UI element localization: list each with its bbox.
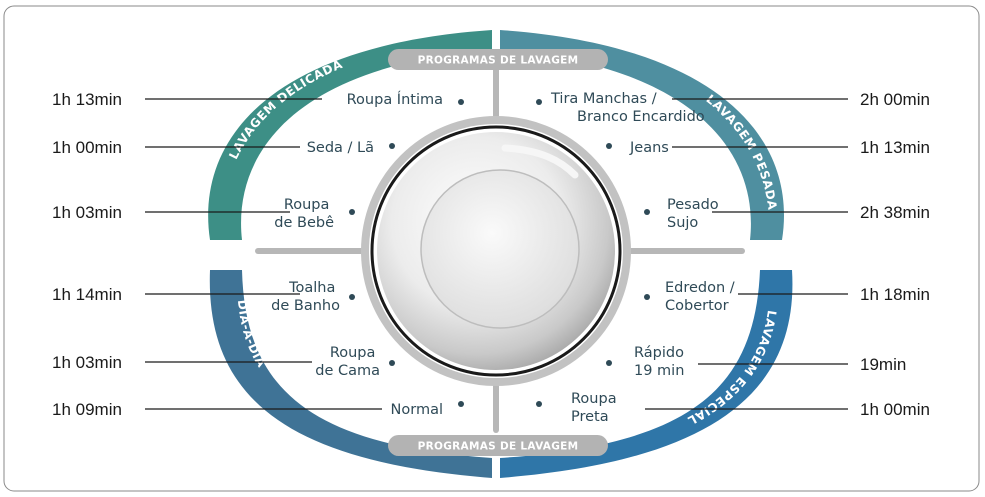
program-label: Branco Encardido: [577, 109, 705, 125]
time-jeans: 1h 13min: [860, 138, 930, 157]
banner-bottom: PROGRAMAS DE LAVAGEM: [388, 435, 608, 456]
program-label: de Banho: [271, 298, 340, 314]
banner-top: PROGRAMAS DE LAVAGEM: [388, 49, 608, 70]
dial-divider-lines: [255, 67, 745, 433]
program-label: Rápido: [634, 345, 684, 361]
program-label: Preta: [571, 409, 609, 425]
program-label: Pesado: [667, 197, 719, 213]
program-roupa-intima[interactable]: Roupa Íntima: [347, 91, 443, 108]
time-roupa-intima: 1h 13min: [52, 90, 122, 109]
program-label: Sujo: [667, 215, 698, 231]
program-label: Normal: [391, 402, 443, 418]
program-normal[interactable]: Normal: [391, 402, 443, 418]
time-tira-manchas: 2h 00min: [860, 90, 930, 109]
time-toalha-banho: 1h 14min: [52, 285, 122, 304]
band-dia-a-dia: [209, 270, 492, 478]
program-label: Seda / Lã: [307, 140, 374, 156]
time-seda-la: 1h 00min: [52, 138, 122, 157]
program-dots: [349, 99, 650, 407]
program-label: 19 min: [634, 363, 684, 379]
program-tira-manchas[interactable]: Tira Manchas / Branco Encardido: [550, 91, 705, 125]
program-label: Roupa Íntima: [347, 91, 443, 108]
program-jeans[interactable]: Jeans: [629, 140, 669, 156]
time-pesado-sujo: 2h 38min: [860, 203, 930, 222]
time-roupa-cama: 1h 03min: [52, 353, 122, 372]
time-roupa-preta: 1h 00min: [860, 400, 930, 419]
program-label: de Cama: [315, 363, 380, 379]
time-rapido: 19min: [860, 355, 906, 374]
program-rapido[interactable]: Rápido 19 min: [634, 345, 689, 379]
program-toalha-banho[interactable]: Toalha de Banho: [271, 280, 340, 314]
time-roupa-bebe: 1h 03min: [52, 203, 122, 222]
program-label: Roupa: [330, 345, 376, 361]
program-label: de Bebê: [274, 215, 334, 231]
program-selector-knob[interactable]: [361, 116, 631, 386]
band-lavagem-especial: [500, 270, 793, 478]
program-label: Roupa: [284, 197, 330, 213]
program-seda-la[interactable]: Seda / Lã: [307, 140, 374, 156]
svg-text:PROGRAMAS DE LAVAGEM: PROGRAMAS DE LAVAGEM: [418, 55, 579, 67]
connector-lines: [145, 98, 848, 410]
program-roupa-bebe[interactable]: Roupa de Bebê: [274, 197, 334, 231]
program-label: Jeans: [629, 140, 669, 156]
program-roupa-cama[interactable]: Roupa de Cama: [315, 345, 380, 379]
program-pesado-sujo[interactable]: Pesado Sujo: [667, 197, 723, 231]
program-label: Tira Manchas /: [550, 91, 657, 107]
program-edredon[interactable]: Edredon / Cobertor: [665, 280, 739, 314]
program-label: Toalha: [288, 280, 335, 296]
program-label: Edredon /: [665, 280, 735, 296]
program-label: Cobertor: [665, 298, 729, 314]
time-edredon: 1h 18min: [860, 285, 930, 304]
program-label: Roupa: [571, 391, 617, 407]
svg-text:PROGRAMAS DE LAVAGEM: PROGRAMAS DE LAVAGEM: [418, 441, 579, 453]
program-roupa-preta[interactable]: Roupa Preta: [571, 391, 621, 425]
time-normal: 1h 09min: [52, 400, 122, 419]
